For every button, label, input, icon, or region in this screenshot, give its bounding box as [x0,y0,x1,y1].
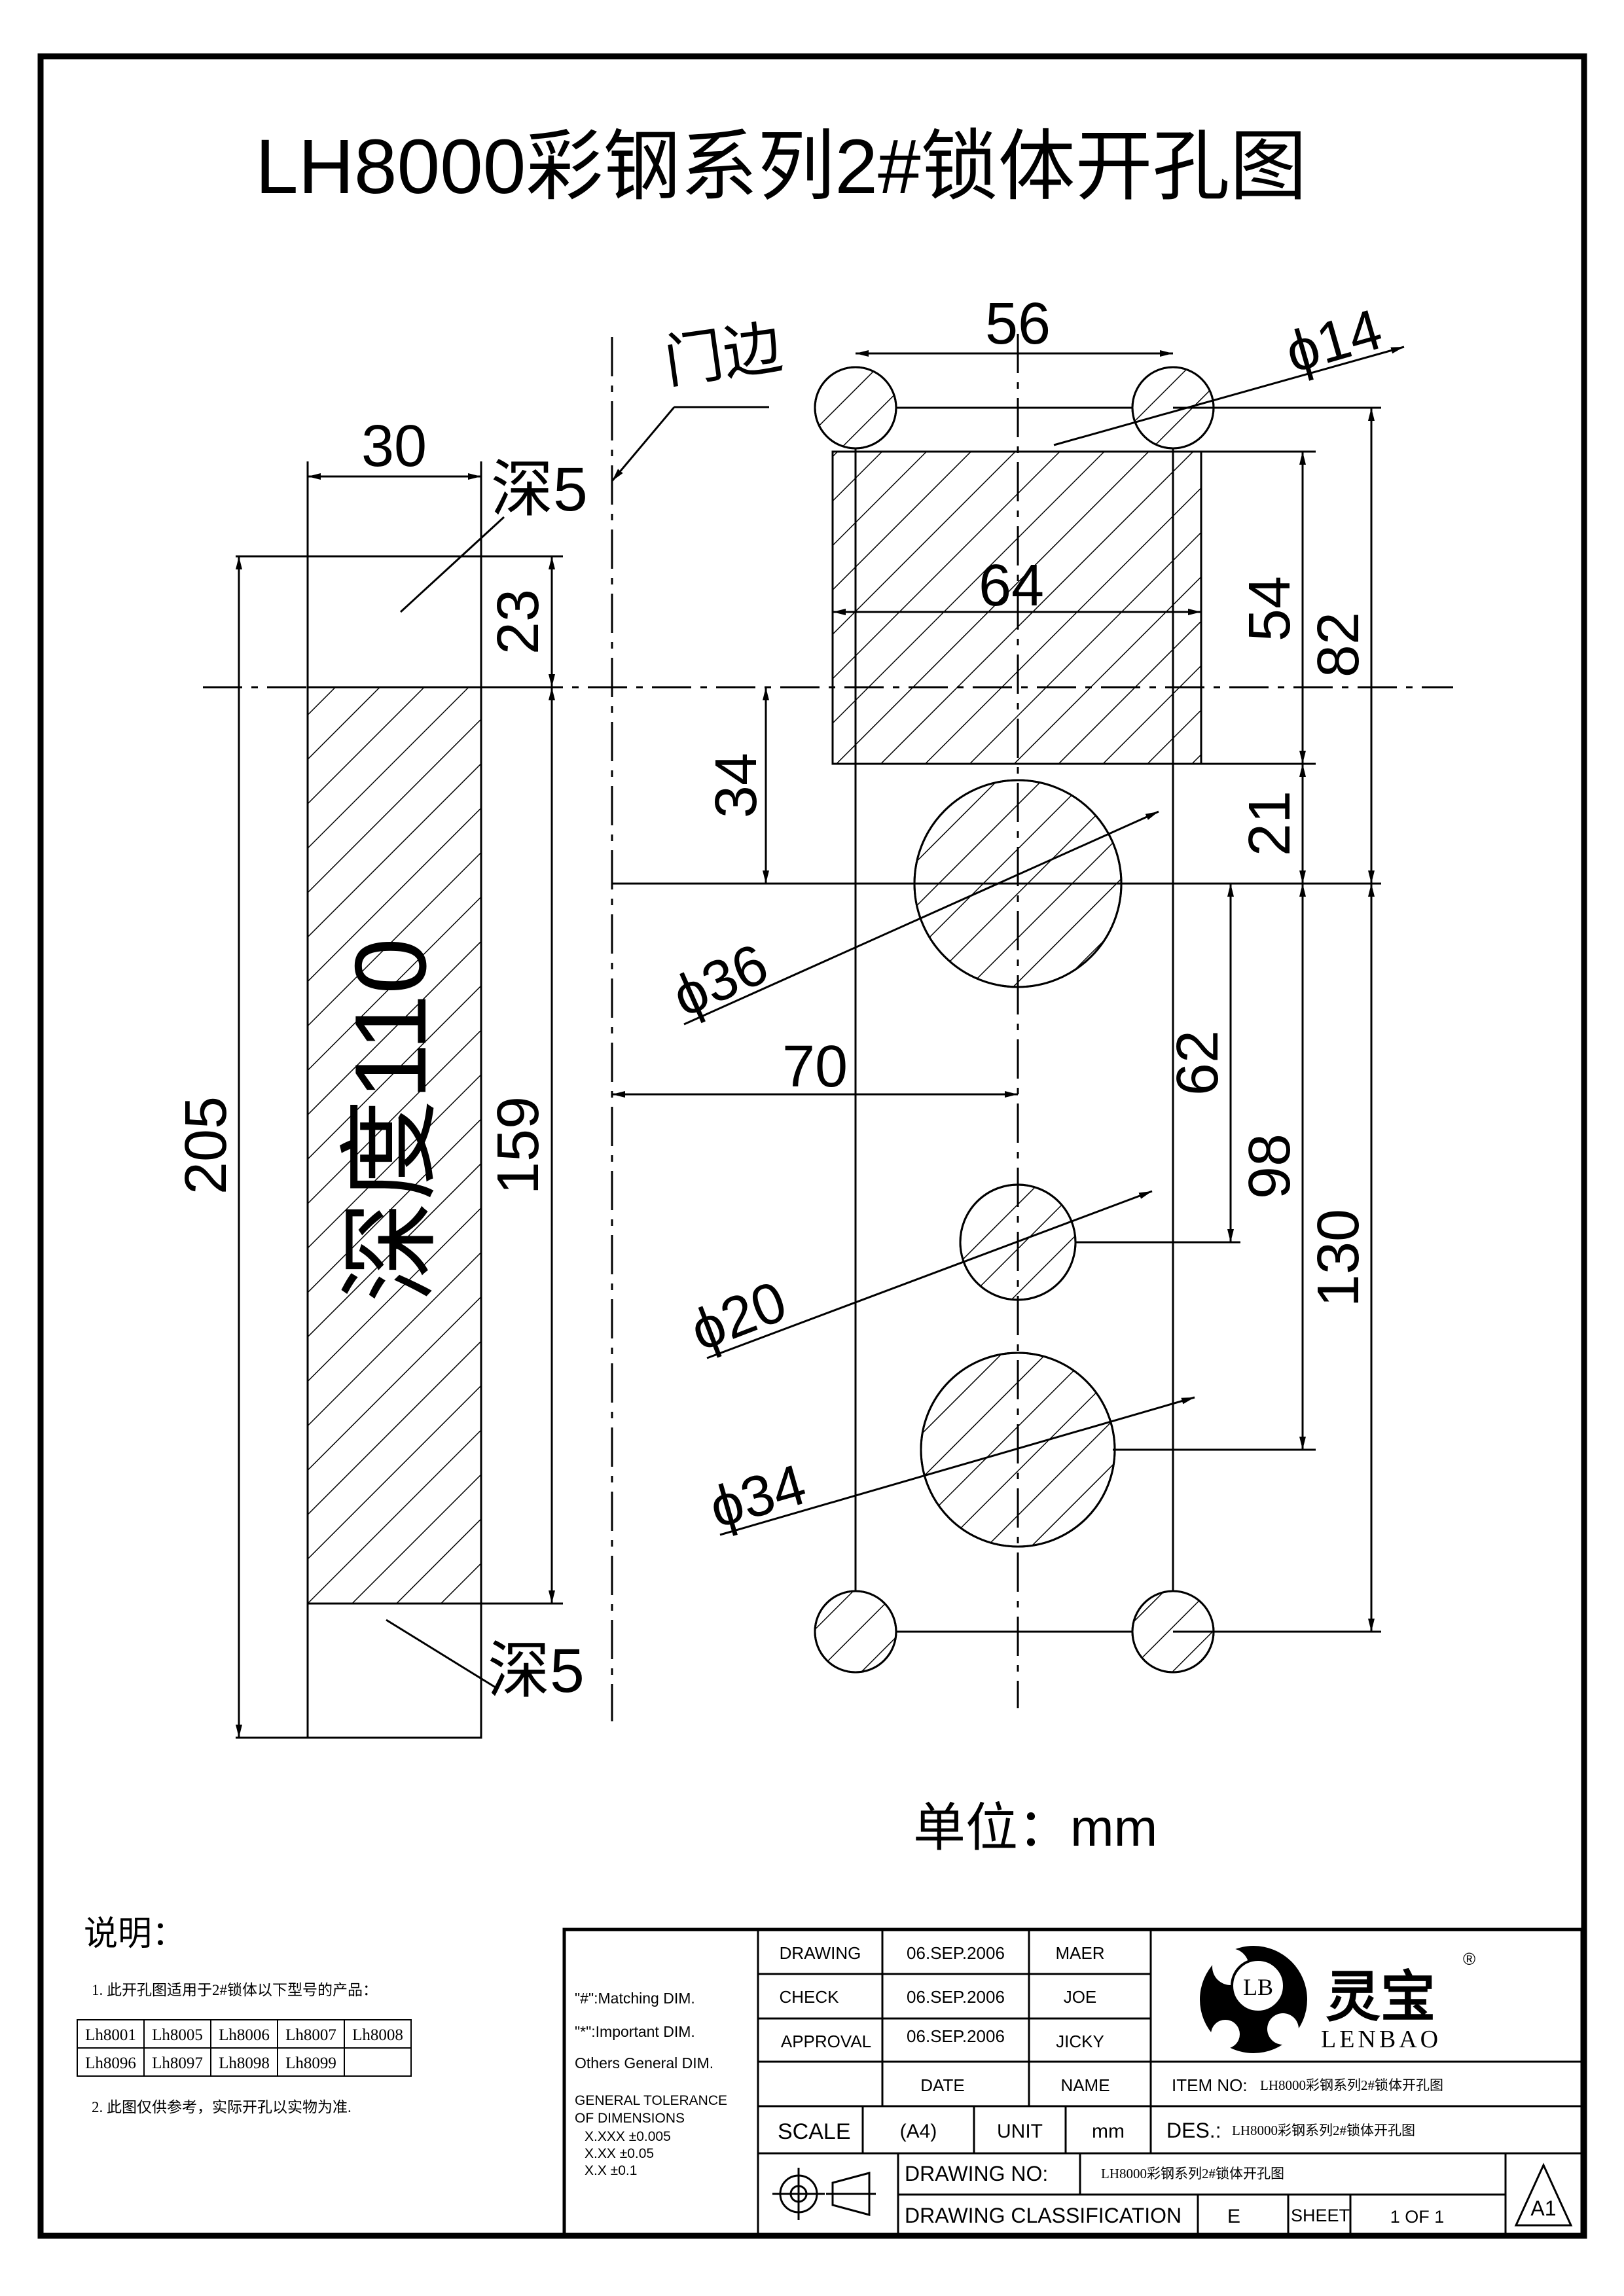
logo-letters: LB [1243,1974,1273,2000]
check-name: JOE [1064,1987,1097,2007]
front-view [612,334,1405,1708]
dim-30: 30 [361,414,427,479]
dim-21: 21 [1237,791,1303,856]
unit-value: mm [1092,2121,1125,2142]
drawing-date: 06.SEP.2006 [907,1943,1005,1963]
dim-64: 64 [979,553,1044,619]
approval-date: 06.SEP.2006 [907,2026,1005,2046]
unit-label: 单位：mm [913,1799,1157,1857]
dim-phi14: ϕ14 [1278,296,1389,386]
tolerance-3dp: X.XXX ±0.005 [585,2129,671,2144]
leader-phi36 [683,810,1159,1026]
models-table [77,2019,412,2077]
drawing-name: MAER [1055,1943,1104,1963]
date-header: DATE [920,2075,964,2095]
des-value: LH8000彩钢系列2#锁体开孔图 [1232,2123,1415,2138]
leader-phi14 [1053,346,1405,446]
name-header: NAME [1060,2075,1110,2095]
brand-en: LENBAO [1321,2026,1441,2053]
dim-70: 70 [782,1034,848,1100]
tolerance-2dp: X.XX ±0.05 [585,2146,654,2161]
door-edge-label: 门边 [660,315,786,396]
model-cell: Lh8007 [285,2026,336,2044]
dim-205: 205 [173,1096,239,1194]
unit-header: UNIT [997,2121,1043,2142]
model-cell: Lh8096 [85,2054,136,2072]
dim-phi20: ϕ20 [681,1268,795,1363]
side-view [236,461,563,1739]
faceplate-outline [854,406,1174,1633]
note-2: 2. 此图仅供参考，实际开孔以实物为准. [92,2099,352,2115]
dim-98: 98 [1237,1134,1303,1199]
model-cell: Lh8006 [219,2026,270,2044]
scale-label: SCALE [778,2119,851,2144]
dim-phi34: ϕ34 [702,1452,813,1541]
classification-value: E [1227,2206,1240,2227]
notes: 说明： 1. 此开孔图适用于2#锁体以下型号的产品： Lh8001 Lh8005… [77,1916,412,2115]
item-no-value: LH8000彩钢系列2#锁体开孔图 [1260,2077,1443,2093]
leader-phi20 [706,1190,1153,1359]
model-cell: Lh8008 [352,2026,403,2044]
dim-62: 62 [1165,1030,1231,1096]
approval-label: APPROVAL [781,2032,871,2051]
dim-54: 54 [1237,576,1303,641]
title-block [562,1928,1584,2238]
dim-phi36: ϕ36 [662,931,777,1029]
dim-82: 82 [1306,612,1371,677]
classification-label: DRAWING CLASSIFICATION [905,2204,1182,2227]
matching-dim: "#":Matching DIM. [575,1990,695,2007]
tolerance-subtitle: OF DIMENSIONS [575,2111,685,2126]
depth-top-label: 深5 [491,455,588,524]
projection-symbol [772,2168,876,2220]
dim-34: 34 [704,753,769,818]
leader-door-edge [611,406,676,482]
revision-label: A1 [1530,2197,1556,2220]
tolerance-1dp: X.X ±0.1 [585,2163,637,2178]
approval-name: JICKY [1056,2032,1104,2051]
leader-depth-top [399,516,505,613]
scale-value: (A4) [900,2121,937,2142]
important-dim: "*":Important DIM. [575,2023,695,2040]
outer-frame [37,53,1587,2239]
revision-triangle [1514,2162,1573,2227]
brand-cn: 灵宝 [1326,1964,1435,2029]
depth-bottom-label: 深5 [488,1636,585,1706]
lenbao-logo: LB 灵宝 LENBAO ® [1200,1946,1475,2053]
dim-56: 56 [985,291,1051,357]
check-label: CHECK [779,1987,839,2007]
note-1: 1. 此开孔图适用于2#锁体以下型号的产品： [92,1982,378,1998]
leader-phi34 [719,1396,1195,1536]
model-cell: Lh8001 [85,2026,136,2044]
sheet-label: SHEET [1291,2206,1350,2225]
leader-depth-bottom [386,1619,498,1690]
mortise-hatch [306,686,482,1605]
depth-main-label: 深度110 [334,938,447,1302]
dim-23: 23 [486,589,551,655]
others-dim: Others General DIM. [575,2054,713,2072]
model-cell: Lh8099 [285,2054,336,2072]
drawing-no-label: DRAWING NO: [905,2162,1048,2185]
dim-159: 159 [486,1096,551,1194]
drawing-title: LH8000彩钢系列2#锁体开孔图 [255,124,1307,210]
des-label: DES.: [1166,2119,1221,2142]
registered-mark: ® [1463,1949,1475,1969]
item-no-label: ITEM NO: [1172,2075,1248,2095]
tolerance-title: GENERAL TOLERANCE [575,2093,727,2108]
check-date: 06.SEP.2006 [907,1987,1005,2007]
sheet-value: 1 OF 1 [1390,2207,1445,2227]
model-cell: Lh8005 [152,2026,203,2044]
dim-130: 130 [1306,1209,1371,1307]
notes-heading: 说明： [84,1916,186,1953]
model-cell: Lh8097 [152,2054,203,2072]
drawing-label: DRAWING [780,1943,861,1963]
drawing-no-value: LH8000彩钢系列2#锁体开孔图 [1101,2166,1284,2181]
model-cell: Lh8098 [219,2054,270,2072]
